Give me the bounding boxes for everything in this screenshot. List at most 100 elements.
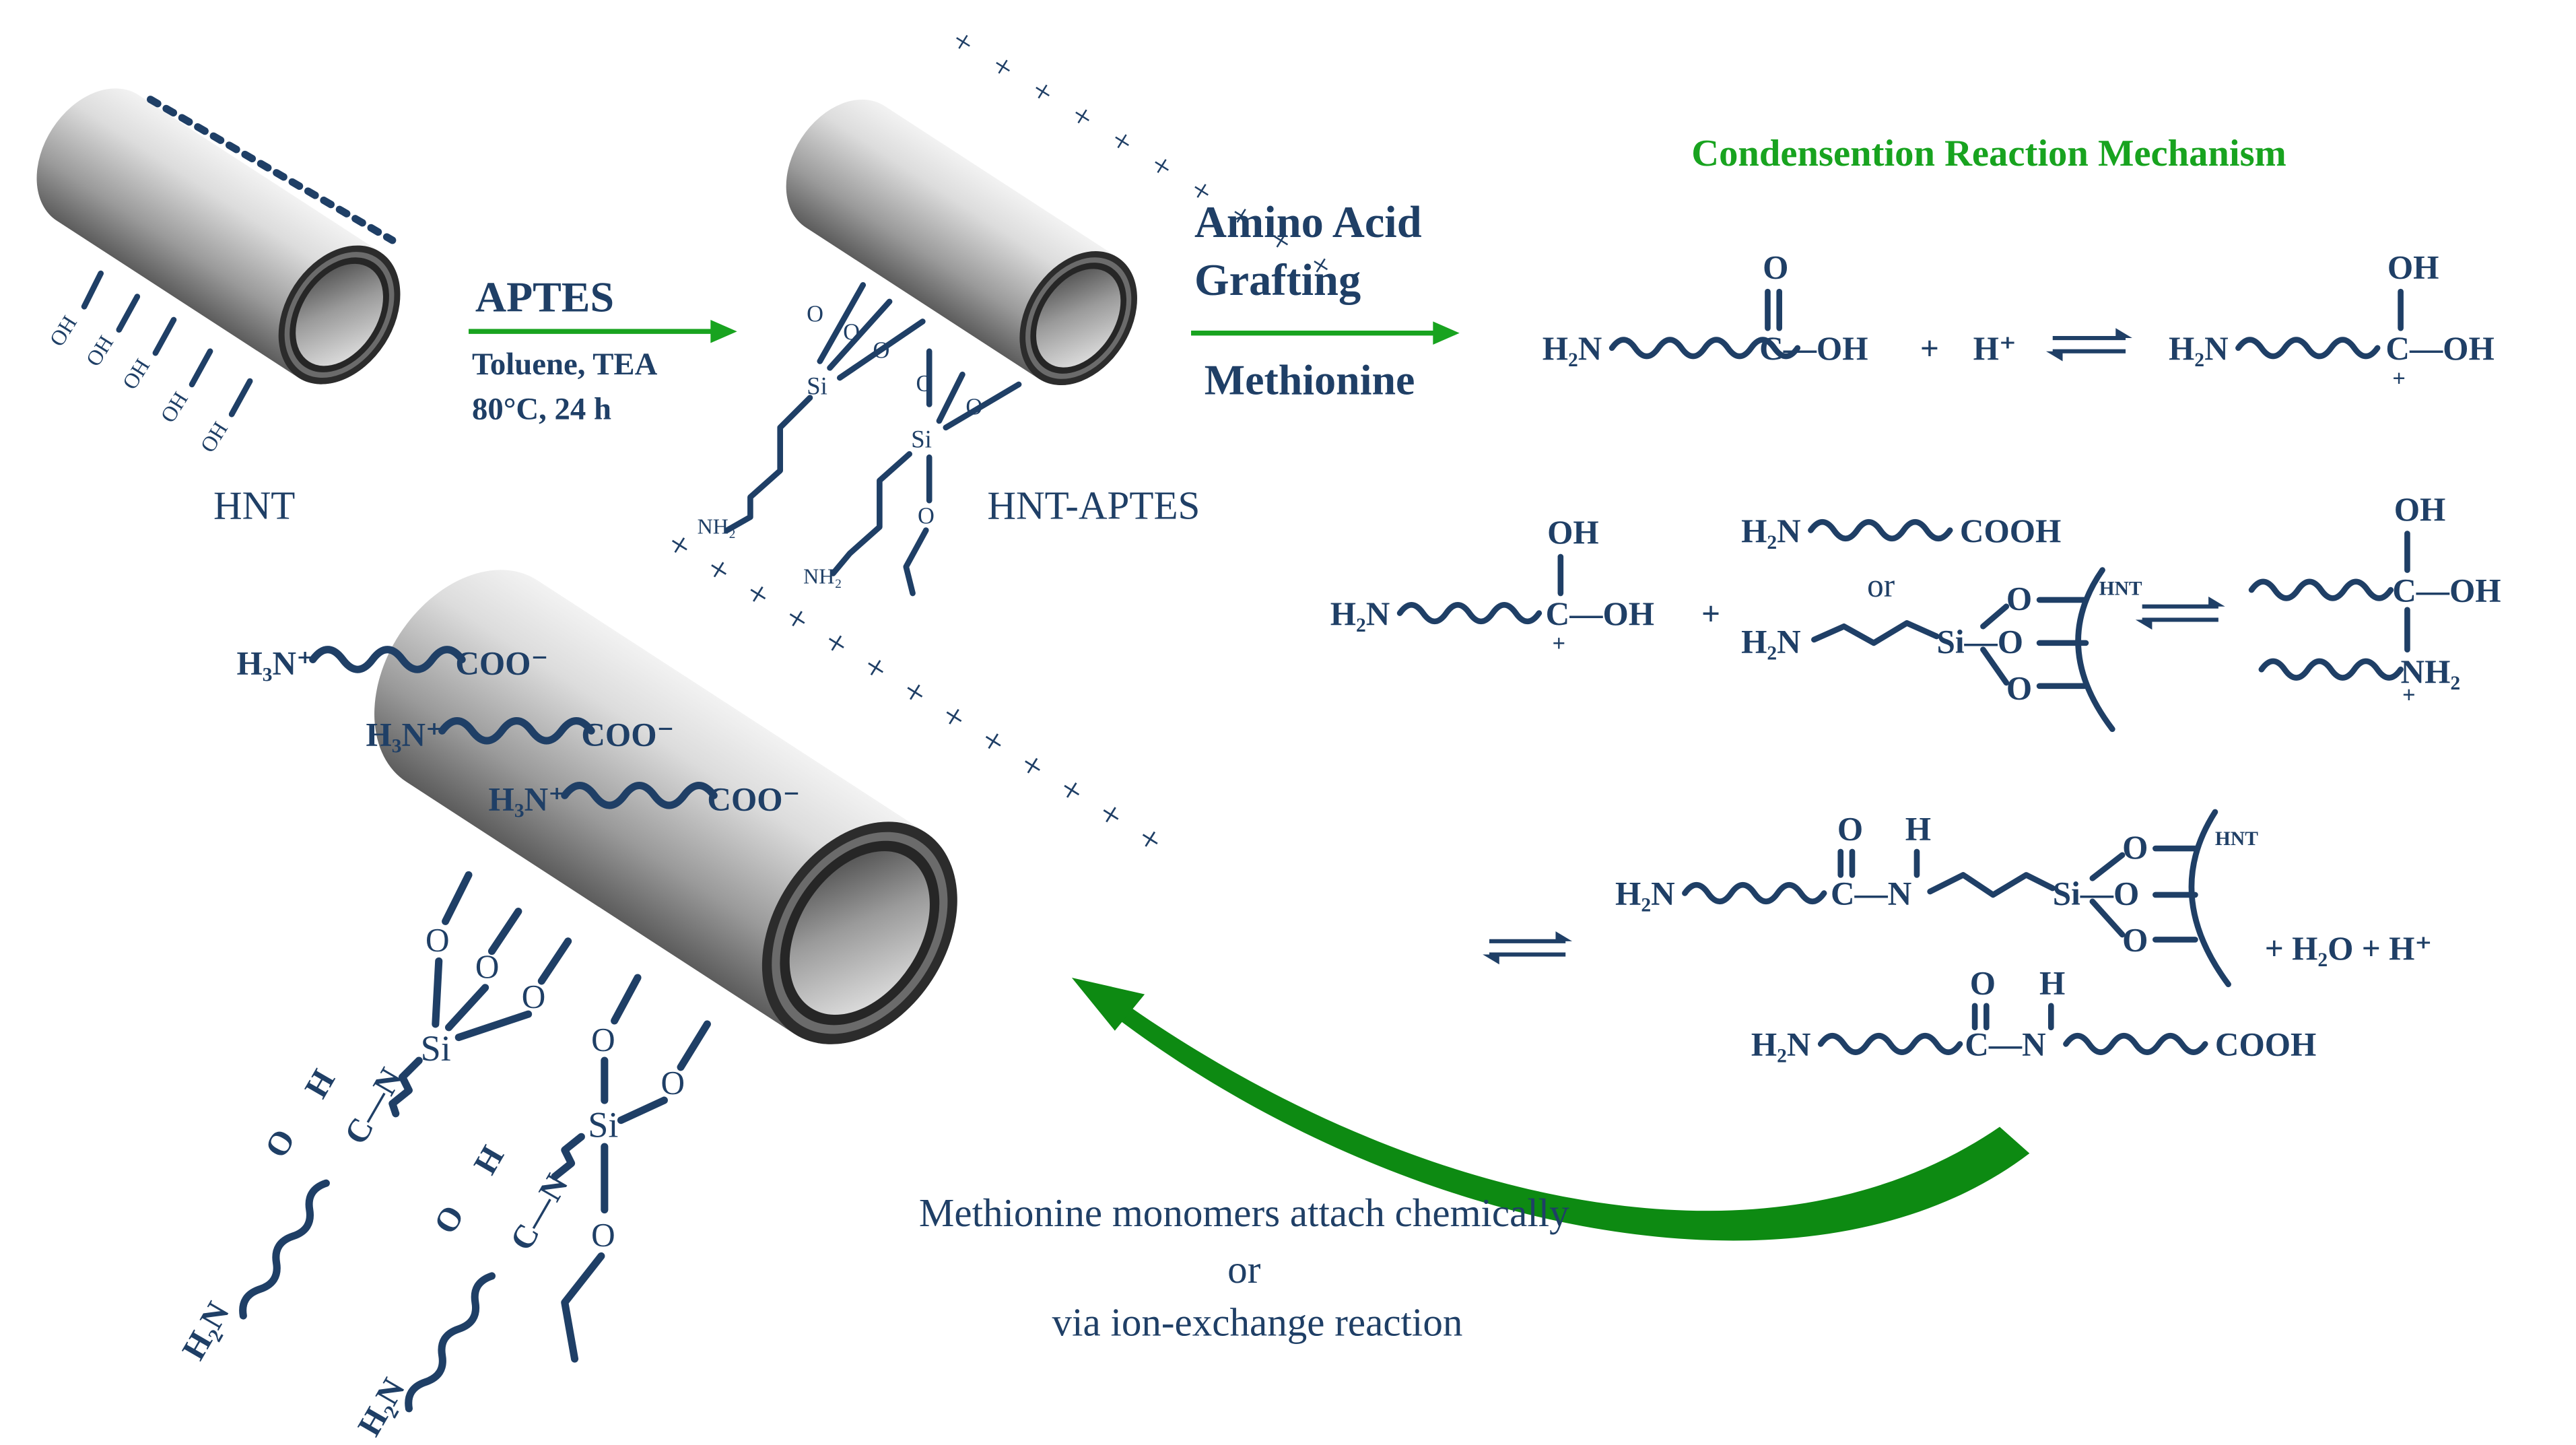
propyl-linker	[551, 1133, 585, 1180]
hnt-aptes-tube: + + + + + + + + + + O O O Si NH₂ O O Si …	[698, 21, 1347, 597]
o-atom: O	[2122, 922, 2148, 959]
o-atom: O	[916, 371, 933, 397]
alkyl-chain	[2063, 1032, 2208, 1055]
si-atom: Si	[588, 1104, 618, 1145]
amide-linkage: C—N	[1965, 1026, 2045, 1063]
amine-label: NH₂	[803, 564, 842, 588]
grafting-line2: Grafting	[1194, 256, 1361, 305]
h2n-label: H₂N	[1330, 595, 1390, 632]
zwitterion-3: H₃N⁺ COO⁻	[489, 780, 801, 817]
carboxylate-label: COO⁻	[581, 716, 674, 753]
hnt-small-label: HNT	[2215, 828, 2258, 850]
plus-sign: +	[1701, 595, 1720, 632]
hnt-surface-arc	[2188, 809, 2231, 988]
reaction-arrowhead-1	[710, 319, 737, 343]
o-atom: O	[873, 338, 890, 364]
alkyl-chain	[239, 1179, 330, 1320]
si-atom: Si	[421, 1028, 451, 1069]
o-atom: O	[2006, 670, 2032, 707]
oh-label: OH	[195, 417, 232, 457]
oh-label: OH	[44, 311, 81, 350]
alkyl-chain	[1396, 602, 1543, 625]
ethoxy-chain	[561, 1252, 605, 1363]
si-o-group: Si—O	[1936, 624, 2023, 661]
alkyl-chain	[405, 1272, 496, 1413]
caption: Methionine monomers attach chemically or…	[919, 1190, 1569, 1344]
zwitterion-1: H₃N⁺ COO⁻	[236, 645, 548, 682]
propyl-linker	[388, 1056, 423, 1118]
o-atom: O	[591, 1021, 615, 1058]
caption-line3: via ion-exchange reaction	[1052, 1300, 1463, 1345]
mechanism-equation-3: H₂N O H C—N Si—O O O HNT + H₂O + H⁺ H₂N …	[1483, 809, 2433, 1063]
o-atom: O	[807, 301, 823, 327]
mechanism-equation-2: H₂N OH C—OH + + H₂N COOH or H₂N Si—O O O…	[1330, 491, 2501, 733]
return-arrow	[1071, 977, 2030, 1241]
h2n-label: H₂N	[1615, 875, 1675, 912]
terminal-amine: H₂N	[174, 1296, 236, 1366]
amide-hydrogen: H	[297, 1063, 342, 1104]
byproducts: + H₂O + H⁺	[2265, 930, 2433, 967]
o-atom: O	[475, 948, 500, 985]
oh-label: OH	[81, 331, 118, 370]
alkyl-chain	[2258, 658, 2404, 681]
carboxyl-group: C—OH	[1759, 330, 1868, 367]
grafting-step: Amino Acid Grafting Methionine	[1191, 198, 1460, 404]
amine-label: NH₂	[698, 514, 736, 538]
mechanism-equation-1: H₂N O C—OH + H⁺ H₂N OH C—OH +	[1543, 248, 2495, 391]
o-atom: O	[591, 1217, 615, 1254]
amide-hydrogen: H	[466, 1139, 511, 1180]
hnt-surface-arc	[2075, 567, 2115, 733]
amide-linkage: C—N	[503, 1168, 576, 1256]
grafted-hnt-tube: + + + + + + + + + + + + + H₃N⁺ COO⁻ H₃N⁺…	[174, 523, 1176, 1442]
hydroxyl: OH	[2387, 248, 2439, 285]
grafting-line1: Amino Acid	[1194, 198, 1422, 247]
o-atom: O	[2122, 829, 2148, 866]
o-atom: O	[918, 504, 935, 529]
methionine-reagent: Methionine	[1205, 356, 1415, 404]
ethoxy-chain	[903, 527, 929, 597]
carboxylic-acid: COOH	[1960, 512, 2061, 549]
carbocation-group: C—OH	[2392, 572, 2501, 609]
h2n-label: H₂N	[1751, 1026, 1811, 1063]
alkyl-chain	[561, 782, 718, 809]
reaction-arrowhead-2	[1433, 321, 1460, 345]
o-atom: O	[2006, 580, 2032, 617]
hnt-aptes-label: HNT-APTES	[987, 483, 1200, 527]
carbocation-group: C—OH	[1546, 595, 1654, 632]
zwitterion-2: H₃N⁺ COO⁻	[366, 716, 674, 753]
o-atom: O	[522, 978, 546, 1015]
ammonium-label: H₃N⁺	[366, 716, 443, 753]
carbocation-group: C—OH	[2385, 330, 2494, 367]
o-atom: O	[965, 394, 982, 419]
surface-charge-dashes	[146, 96, 397, 244]
h2n-label: H₂N	[1741, 512, 1801, 549]
amide-linkage: C—N	[1831, 875, 1911, 912]
propyl-chain	[724, 395, 813, 533]
aptes-reagent: APTES	[475, 273, 614, 321]
amide-linkage: C—N	[337, 1062, 409, 1151]
propyl-linker	[1927, 872, 2056, 898]
caption-line2: or	[1227, 1247, 1261, 1291]
aptes-conditions-1: Toluene, TEA	[472, 347, 658, 382]
hydroxyl: OH	[1547, 514, 1599, 551]
alkyl-chain	[1817, 1032, 1963, 1055]
carbonyl-oxygen: O	[426, 1199, 471, 1240]
oh-label: OH	[156, 387, 193, 426]
positive-charge: +	[1553, 631, 1566, 657]
amide-hydrogen: H	[2039, 965, 2065, 1002]
alkyl-chain	[1608, 337, 1801, 360]
alkyl-chain	[1682, 881, 1827, 905]
alkyl-chain	[309, 646, 466, 673]
hnt-label: HNT	[213, 483, 295, 527]
carboxylate-label: COO⁻	[707, 780, 800, 817]
hnt-tube: OH OH OH OH OH HNT	[11, 65, 426, 527]
aptes-conditions-2: 80°C, 24 h	[472, 392, 611, 427]
alkyl-chain	[1808, 518, 1953, 542]
ammonium-label: H₃N⁺	[236, 645, 314, 682]
terminal-amine: H₂N	[350, 1372, 412, 1442]
mechanism-title: Condensention Reaction Mechanism	[1691, 133, 2286, 174]
positive-charge: +	[2402, 682, 2416, 708]
carbonyl-oxygen: O	[1970, 965, 1996, 1002]
alkyl-chain	[2235, 337, 2381, 360]
